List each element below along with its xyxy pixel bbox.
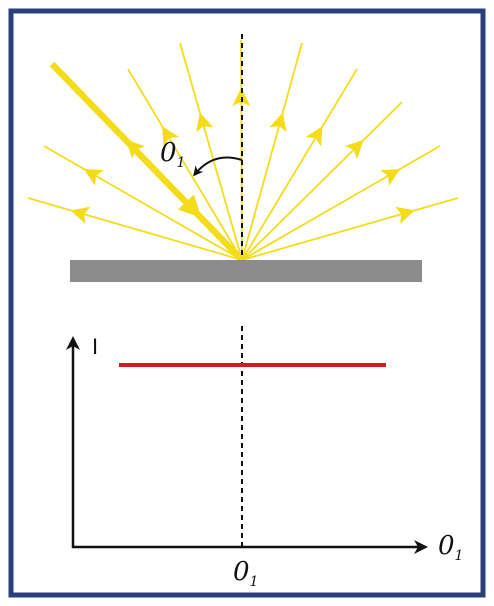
reflected-ray [43, 145, 243, 261]
reflected-ray-arrowhead [83, 168, 104, 186]
incident-ray-arrowhead [178, 194, 202, 218]
reflected-ray [27, 197, 243, 261]
graph-tick-label-sub: 1 [250, 574, 259, 590]
reflected-ray-arrowhead [380, 168, 401, 186]
incidence-angle-label-sub: 1 [177, 155, 186, 171]
graph-tick-label: 01 [233, 557, 258, 590]
graph-y-axis-label: I [92, 334, 98, 359]
reflected-ray-arrowhead [162, 126, 180, 147]
reflected-ray-arrowhead [395, 206, 415, 225]
graph-x-axis-label-sub: 1 [455, 548, 464, 564]
reflected-ray-arrowhead [305, 126, 323, 147]
reflected-ray [127, 68, 243, 261]
reflected-ray-arrowhead [269, 112, 287, 133]
reflected-ray [241, 68, 358, 261]
reflected-ray [241, 101, 403, 261]
reflected-ray [179, 42, 243, 261]
reflected-ray [241, 197, 459, 261]
reflected-ray [241, 145, 441, 261]
reflected-rays [27, 39, 459, 261]
reflected-ray-arrowhead [196, 112, 214, 133]
reflected-ray [241, 42, 303, 261]
figure-frame [8, 8, 486, 598]
incidence-angle-label: 01 [160, 138, 185, 171]
incidence-angle-arrow [193, 156, 243, 177]
reflected-ray-arrowhead [70, 206, 91, 225]
graph-x-axis-label: 01 [438, 531, 463, 564]
reflected-ray-arrowhead [344, 139, 364, 159]
incident-ray [49, 61, 245, 263]
reflecting-surface [70, 260, 422, 282]
